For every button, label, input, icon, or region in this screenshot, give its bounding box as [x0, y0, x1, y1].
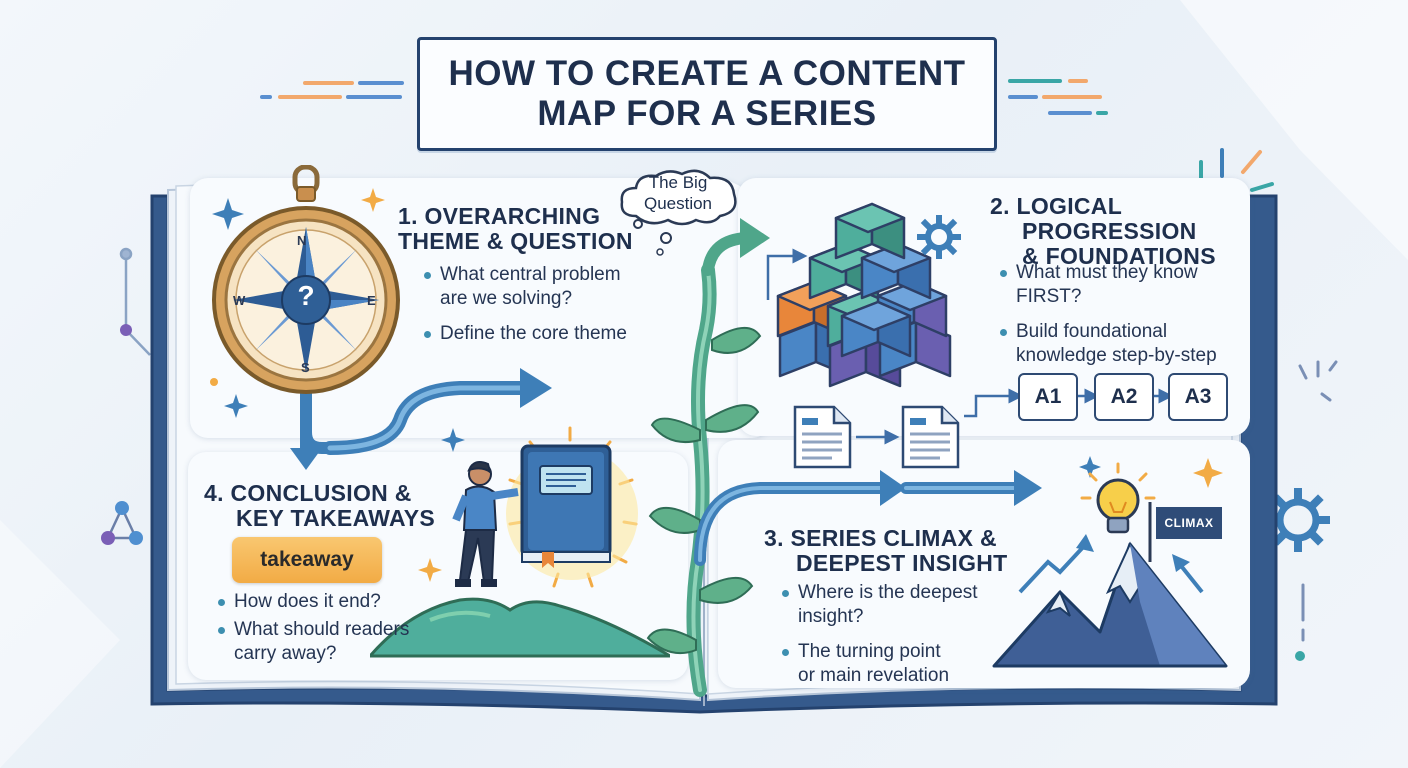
section-1-title-line-2: THEME & QUESTION [398, 228, 633, 254]
section-4-title-line-1: 4. CONCLUSION & [204, 480, 412, 506]
gear-icon-right [1266, 488, 1330, 552]
climax-flag-label: CLIMAX [1156, 507, 1222, 539]
compass-icon [212, 165, 400, 394]
big-question-line-1: The Big [648, 173, 708, 192]
gear-icon [917, 215, 961, 259]
dash-lines-right [1298, 360, 1338, 642]
sparkle-icon [361, 188, 385, 212]
sparkle-icon [418, 558, 442, 582]
big-question-line-2: Question [643, 194, 713, 213]
step-badge-a1: A1 [1018, 373, 1078, 421]
plant-icon [646, 218, 770, 697]
bullet-line: How does it end? [234, 591, 381, 612]
list-item: What central problem are we solving? [424, 263, 627, 311]
section-3-bullets: Where is the deepest insight? The turnin… [782, 581, 978, 699]
compass-letter-s: S [301, 360, 310, 375]
node-graph-icon-lower [101, 501, 143, 545]
sparkle-icon [212, 198, 244, 230]
sparkle-lines-top-right [1199, 148, 1274, 192]
cube-stack-icon [776, 202, 952, 388]
mountain-icon [992, 462, 1228, 668]
section-4-bullets: How does it end? What should readers car… [218, 590, 409, 677]
title-banner: HOW TO CREATE A CONTENT MAP FOR A SERIES [417, 37, 997, 151]
list-item: What must they know FIRST? [1000, 261, 1217, 309]
list-item: The turning point or main revelation [782, 640, 978, 688]
section-3-title-line-1: 3. SERIES CLIMAX & [764, 525, 997, 551]
person-icon [452, 461, 519, 587]
sparkle-icon [224, 394, 248, 418]
bullet-line: Where is the deepest [798, 582, 978, 603]
list-item: Build foundational knowledge step-by-ste… [1000, 320, 1217, 368]
section-1-title: 1. OVERARCHING THEME & QUESTION [398, 204, 633, 254]
section-2-bullets: What must they know FIRST? Build foundat… [1000, 261, 1217, 379]
bullet-line: What must they know [1016, 262, 1198, 283]
takeaway-badge: takeaway [232, 537, 382, 583]
section-3-title: 3. SERIES CLIMAX & DEEPEST INSIGHT [764, 526, 1008, 576]
section-2-title-line-2: PROGRESSION [1022, 218, 1197, 244]
down-arrow-from-compass [290, 379, 336, 470]
document-icon [901, 405, 960, 469]
step-badge-a2: A2 [1094, 373, 1154, 421]
list-item: How does it end? [218, 590, 409, 614]
dot-decoration [1295, 651, 1305, 661]
flow-arrow-section1 [323, 368, 552, 455]
bullet-line: are we solving? [440, 288, 573, 309]
list-item: Define the core theme [424, 322, 627, 346]
book-icon [520, 444, 612, 568]
sparkle-icon [1193, 458, 1223, 488]
section-2-title-line-3: & FOUNDATIONS [1022, 243, 1216, 269]
bullet-line: carry away? [234, 643, 337, 664]
section-1-bullets: What central problem are we solving? Def… [424, 263, 627, 357]
bullet-line: insight? [798, 606, 864, 627]
speed-lines-left [260, 81, 404, 99]
hill-person-book-illustration [370, 426, 670, 658]
bullet-line: What should readers [234, 619, 410, 640]
arrow-doc2-steps [964, 388, 1024, 418]
node-graph-icon [119, 247, 151, 356]
list-item: What should readers carry away? [218, 618, 409, 666]
arrow-to-cubes [766, 248, 808, 300]
lightbulb-icon [1080, 462, 1156, 534]
bullet-line: The turning point [798, 641, 941, 662]
document-icon [793, 405, 852, 469]
speed-lines-right [1008, 79, 1108, 115]
title-line-2: MAP FOR A SERIES [537, 94, 877, 133]
section-3-title-line-2: DEEPEST INSIGHT [796, 550, 1008, 576]
bullet-line: or main revelation [798, 665, 950, 686]
sparkle-icon [441, 428, 465, 452]
flow-arrow-section3 [694, 470, 1042, 566]
section-2-title-line-1: 2. LOGICAL [990, 193, 1123, 219]
section-4-title: 4. CONCLUSION & KEY TAKEAWAYS [204, 481, 435, 531]
section-4-title-line-2: KEY TAKEAWAYS [236, 505, 436, 531]
compass-letter-n: N [297, 233, 307, 248]
compass-center-question: ? [297, 280, 315, 311]
section-2-title: 2. LOGICAL PROGRESSION & FOUNDATIONS [990, 194, 1216, 269]
sparkle-icon [1079, 456, 1101, 478]
big-question-label: The Big Question [616, 172, 740, 214]
section-1-title-line-1: 1. OVERARCHING [398, 203, 601, 229]
bullet-line: knowledge step-by-step [1016, 345, 1217, 366]
bullet-line: What central problem [440, 264, 621, 285]
bullet-line: Build foundational [1016, 321, 1168, 342]
thought-bubble-dots [656, 232, 672, 256]
compass-letter-w: W [233, 293, 246, 308]
bullet-line: Define the core theme [440, 323, 627, 344]
step-badge-a3: A3 [1168, 373, 1228, 421]
bullet-line: FIRST? [1016, 286, 1082, 307]
thought-cloud-icon [620, 169, 737, 229]
title-line-1: HOW TO CREATE A CONTENT [448, 54, 966, 93]
compass-letter-e: E [367, 293, 376, 308]
list-item: Where is the deepest insight? [782, 581, 978, 629]
